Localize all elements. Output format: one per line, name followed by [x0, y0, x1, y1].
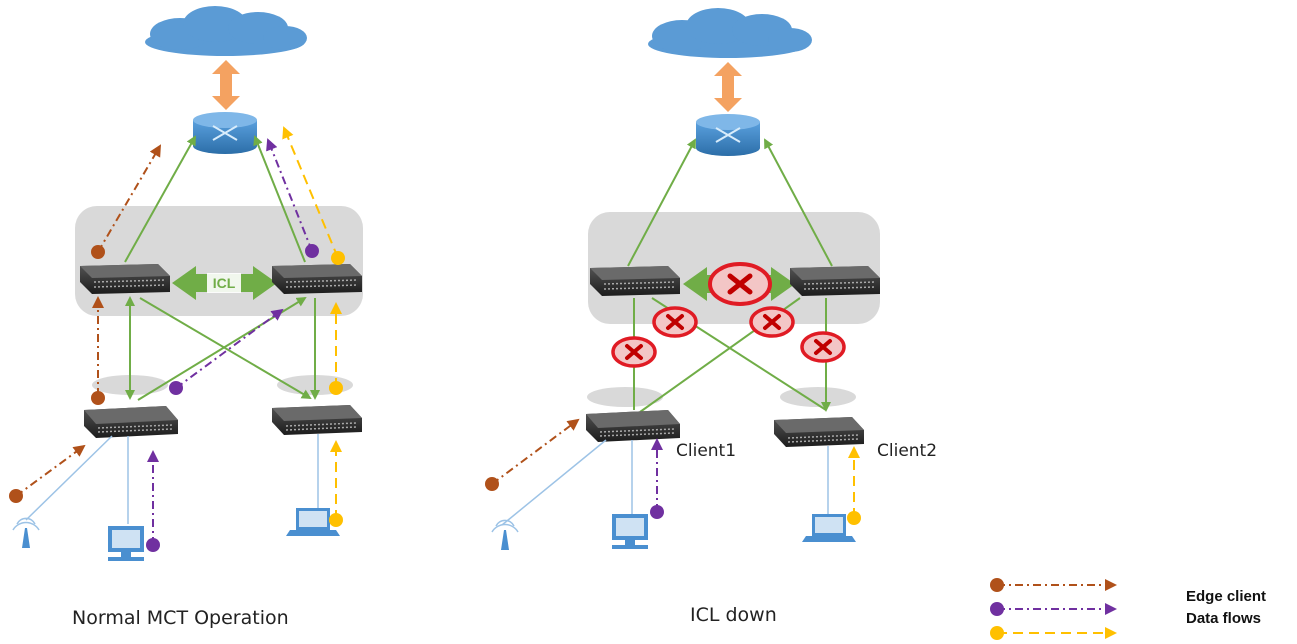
legend — [990, 578, 1117, 640]
access-switch-left — [84, 406, 178, 438]
legend-label: Edge client Data flows — [1186, 586, 1266, 630]
failure-mark-link-4 — [800, 331, 846, 363]
edge-client-flow-brown — [491, 418, 580, 485]
failure-mark-link-1 — [652, 306, 698, 338]
core-switch-left — [590, 266, 680, 296]
failure-mark-icl — [708, 262, 772, 306]
client-links — [501, 439, 829, 526]
double-arrow-icon — [714, 62, 742, 112]
core-switch-left — [80, 264, 170, 294]
legend-brown — [990, 578, 1117, 592]
right-diagram: Client1 Client2 — [485, 8, 937, 550]
antenna-icon — [491, 519, 519, 550]
yellow-dot — [847, 511, 861, 525]
access-switch-client1 — [586, 410, 680, 442]
purple-dots — [146, 244, 319, 552]
left-diagram: ICL — [9, 6, 363, 561]
legend-purple — [990, 602, 1117, 616]
failure-mark-link-3 — [611, 336, 657, 368]
router-icon — [696, 114, 760, 156]
icl-link: ICL — [172, 266, 277, 300]
green-links — [124, 135, 320, 401]
edge-client-flow-yellow — [282, 126, 342, 520]
laptop-icon — [802, 514, 856, 542]
desktop-icon — [108, 526, 144, 561]
core-switch-right — [272, 264, 362, 294]
legend-yellow — [990, 626, 1117, 640]
antenna-icon — [12, 517, 40, 548]
laptop-icon — [286, 508, 340, 536]
edge-client-flow-purple — [147, 138, 313, 545]
legend-line2: Data flows — [1186, 610, 1262, 627]
core-switch-right — [790, 266, 880, 296]
access-switch-client2 — [774, 417, 864, 447]
left-caption: Normal MCT Operation — [72, 607, 289, 629]
client-links — [25, 434, 319, 524]
right-caption: ICL down — [690, 604, 777, 626]
legend-line1: Edge client — [1186, 588, 1267, 605]
shadow — [587, 387, 663, 407]
icl-label: ICL — [213, 275, 236, 291]
cloud-icon — [145, 6, 307, 56]
yellow-dots — [329, 251, 345, 527]
desktop-icon — [612, 514, 648, 549]
router-icon — [193, 112, 257, 154]
mct-cluster-area — [75, 206, 363, 316]
client1-label: Client1 — [676, 441, 736, 461]
edge-client-flow-brown — [15, 144, 162, 497]
double-arrow-icon — [212, 60, 240, 110]
access-switch-right — [272, 405, 362, 435]
cloud-icon — [648, 8, 812, 58]
brown-dots — [9, 245, 105, 503]
brown-dot — [485, 477, 499, 491]
client2-label: Client2 — [877, 441, 937, 461]
failure-mark-link-2 — [749, 306, 795, 338]
purple-dot — [650, 505, 664, 519]
